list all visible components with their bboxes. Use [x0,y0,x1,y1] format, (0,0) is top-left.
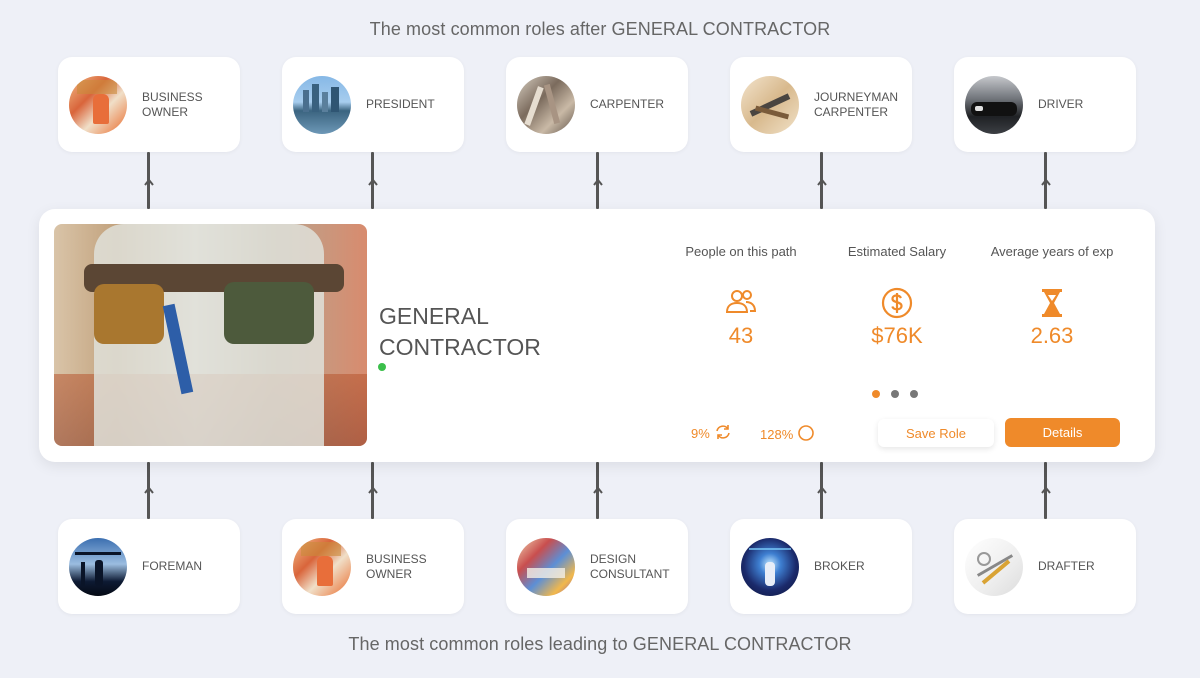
metric-value: 128% [760,427,794,442]
previous-role-card-design-consultant[interactable]: DESIGN CONSULTANT [506,519,688,614]
arrow-up-icon [143,178,154,188]
role-photo [69,75,127,134]
previous-roles-heading: The most common roles leading to GENERAL… [348,634,852,654]
stat-label: Average years of exp [990,244,1114,259]
role-label: BUSINESS OWNER [366,551,427,581]
role-photo [965,537,1023,596]
stat-label: Estimated Salary [847,244,947,259]
role-photo [69,537,127,596]
next-role-card-president[interactable]: PRESIDENT [282,57,464,152]
arrow-up-icon [816,178,827,188]
growth-metric[interactable]: 128% [760,424,815,445]
carousel-dot-2[interactable] [891,390,899,398]
circle-icon [797,424,815,445]
people-icon [724,286,758,320]
path-connector [596,462,599,519]
status-dot [378,363,386,371]
previous-role-card-foreman[interactable]: FOREMAN [58,519,240,614]
role-label: BROKER [814,559,865,573]
stat-average-years: Average years of exp 2.63 [977,244,1127,349]
previous-role-card-drafter[interactable]: DRAFTER [954,519,1136,614]
current-role-card: GENERAL CONTRACTOR People on this path 4… [39,209,1155,462]
role-photo [741,75,799,134]
current-role-photo [54,224,367,446]
path-connector [371,462,374,519]
role-label: FOREMAN [142,559,202,573]
stat-value: $76K [871,323,923,348]
stat-label: People on this path [685,244,797,259]
role-label: DRIVER [1038,97,1084,111]
next-role-card-carpenter[interactable]: CARPENTER [506,57,688,152]
role-photo [293,537,351,596]
turnover-metric[interactable]: 9% [691,424,732,443]
arrow-up-icon [592,486,603,496]
arrow-up-icon [1040,178,1051,188]
stat-people-on-path: People on this path 43 [666,244,816,349]
details-button[interactable]: Details [1005,418,1120,447]
next-role-card-business-owner[interactable]: BUSINESS OWNER [58,57,240,152]
current-role-title: GENERAL CONTRACTOR [379,303,541,360]
metric-value: 9% [691,426,710,441]
stat-estimated-salary: Estimated Salary $76K [822,244,972,349]
stat-value: 43 [728,323,754,348]
previous-role-card-broker[interactable]: BROKER [730,519,912,614]
next-roles-heading: The most common roles after GENERAL CONT… [369,19,831,39]
role-label: CARPENTER [590,97,665,111]
role-label: DRAFTER [1038,559,1095,573]
stat-value: 2.63 [1030,323,1074,348]
carousel-dot-3[interactable] [910,390,918,398]
arrow-up-icon [816,486,827,496]
role-label: BUSINESS OWNER [142,89,203,119]
arrow-up-icon [143,486,154,496]
role-label: DESIGN CONSULTANT [590,551,670,581]
path-connector [147,462,150,519]
role-photo [293,75,351,134]
role-label: PRESIDENT [366,97,435,111]
arrow-up-icon [592,178,603,188]
arrow-up-icon [1040,486,1051,496]
arrow-up-icon [367,486,378,496]
path-connector [820,462,823,519]
hourglass-icon [1035,286,1069,320]
previous-role-card-business-owner[interactable]: BUSINESS OWNER [282,519,464,614]
dollar-icon [880,286,914,320]
role-photo [517,75,575,134]
next-role-card-journeyman-carpenter[interactable]: JOURNEYMAN CARPENTER [730,57,912,152]
role-photo [517,537,575,596]
role-photo [965,75,1023,134]
role-photo [741,537,799,596]
save-role-button[interactable]: Save Role [878,419,994,447]
refresh-icon [714,424,732,443]
carousel-dot-1[interactable] [872,390,880,398]
path-connector [1044,462,1047,519]
arrow-up-icon [367,178,378,188]
next-role-card-driver[interactable]: DRIVER [954,57,1136,152]
role-label: JOURNEYMAN CARPENTER [814,89,899,119]
